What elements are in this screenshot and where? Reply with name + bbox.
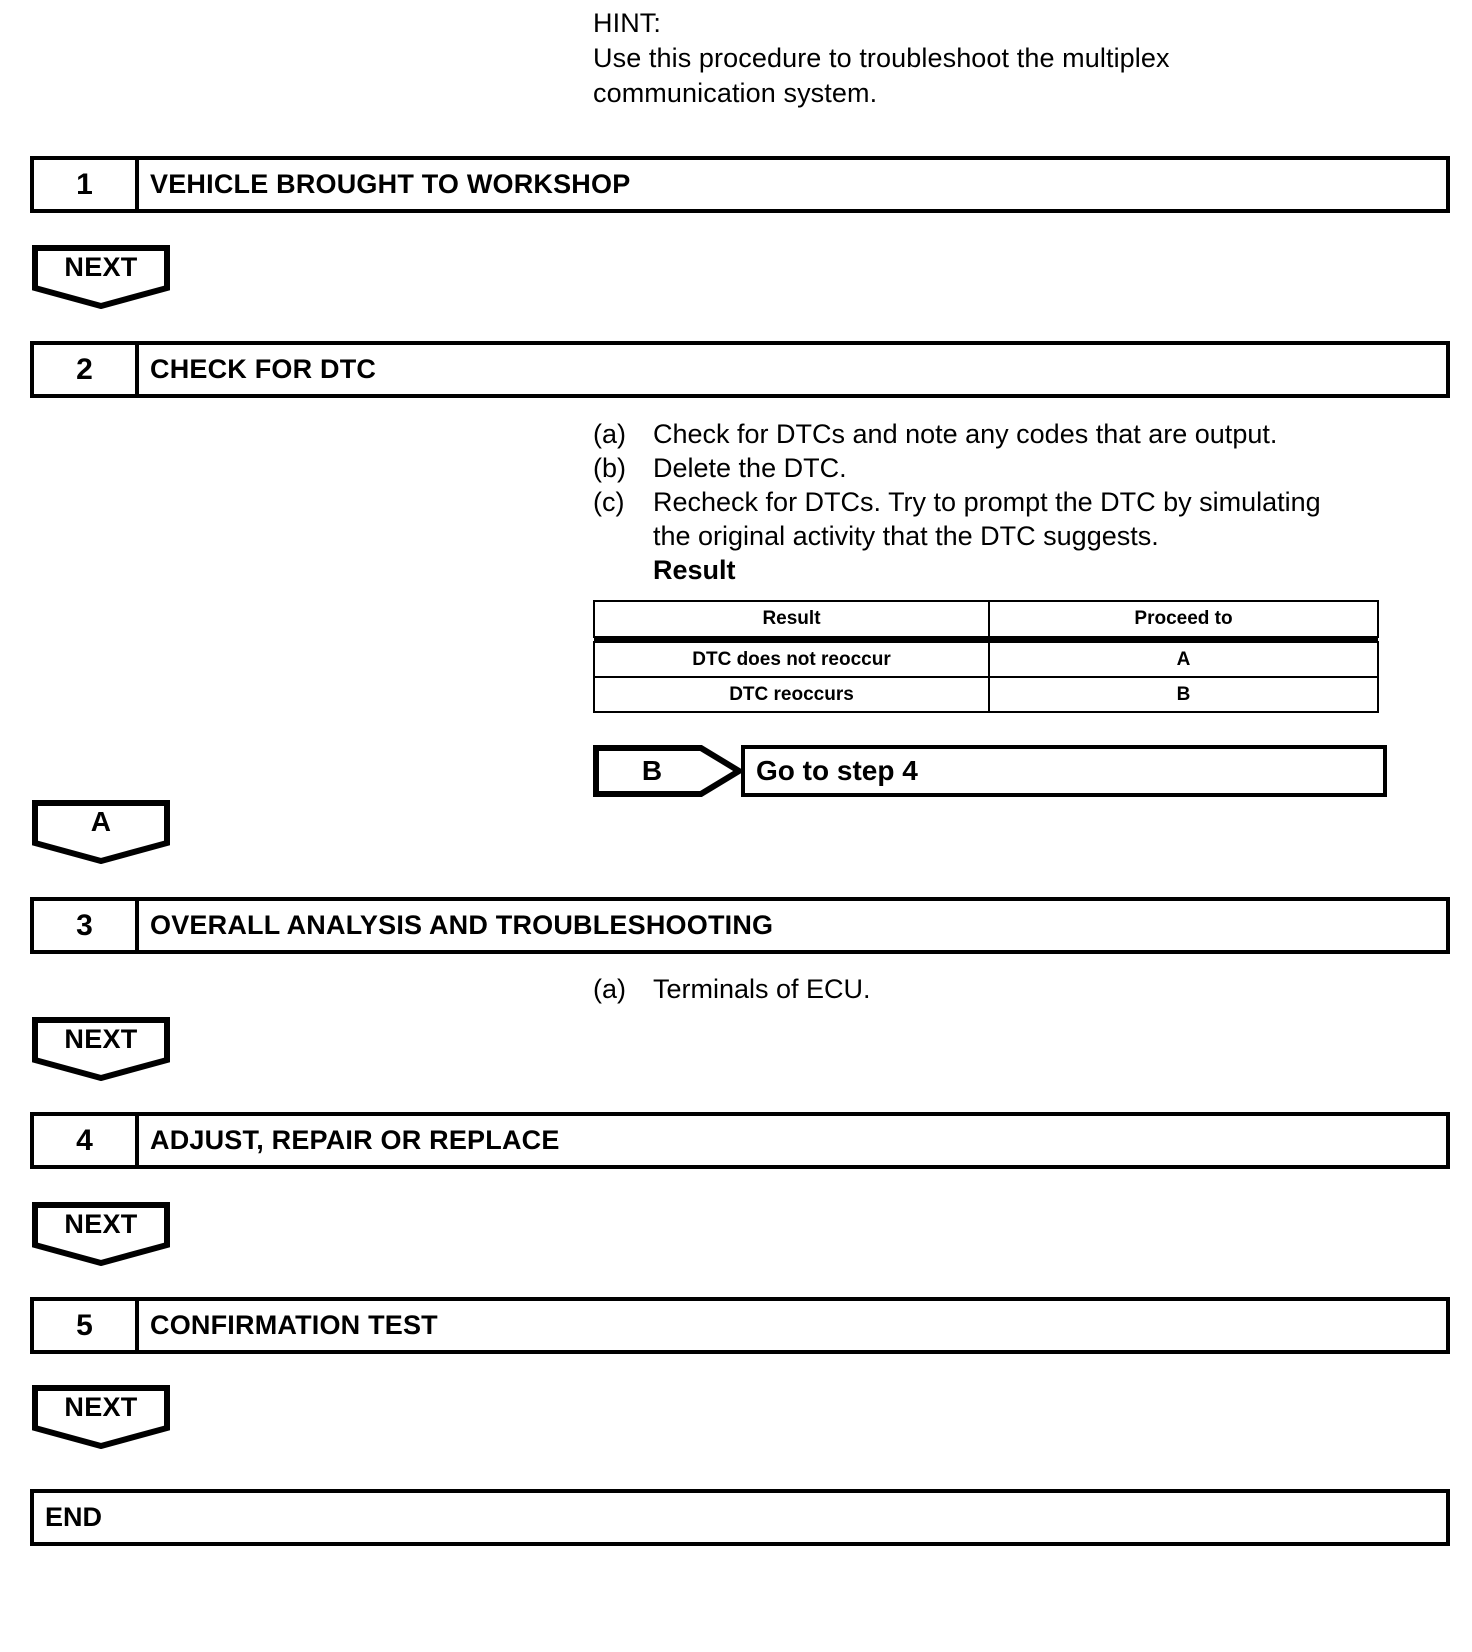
procedure-text-a: Terminals of ECU.	[653, 974, 871, 1004]
step-box-2: 2 CHECK FOR DTC	[30, 341, 1450, 398]
procedure-text-b: Delete the DTC.	[653, 453, 847, 483]
table-header-result: Result	[593, 600, 990, 638]
procedure-item-a: (a) Terminals of ECU.	[593, 972, 1393, 1006]
step-number-4: 4	[34, 1116, 139, 1165]
table-header-double-rule	[594, 637, 1378, 642]
step-number-1: 1	[34, 160, 139, 209]
step-number-2: 2	[34, 345, 139, 394]
table-row: DTC reoccurs B	[593, 676, 1380, 713]
hint-line-1: Use this procedure to troubleshoot the m…	[593, 43, 1170, 73]
step-box-5: 5 CONFIRMATION TEST	[30, 1297, 1450, 1354]
procedure-marker-b: (b)	[593, 453, 626, 483]
table-cell-proceed-2: B	[987, 676, 1380, 713]
connector-next-4: NEXT	[32, 1385, 170, 1449]
table-header-row: Result Proceed to	[593, 600, 1380, 638]
result-label: Result	[653, 555, 736, 585]
connector-b-label: B	[641, 755, 663, 786]
procedure-marker-a: (a)	[593, 974, 626, 1004]
table-row: DTC does not reoccur A	[593, 641, 1380, 678]
procedure-text-c-cont: the original activity that the DTC sugge…	[653, 521, 1159, 551]
step-number-5: 5	[34, 1301, 139, 1350]
hint-line-2: communication system.	[593, 78, 878, 108]
step-title-2: CHECK FOR DTC	[150, 354, 377, 384]
connector-next-2-label: NEXT	[64, 1023, 138, 1054]
table-cell-result-2: DTC reoccurs	[593, 676, 990, 713]
connector-next-3: NEXT	[32, 1202, 170, 1266]
procedure-marker-a: (a)	[593, 419, 626, 449]
hint-label: HINT:	[593, 8, 661, 38]
step-title-3: OVERALL ANALYSIS AND TROUBLESHOOTING	[150, 910, 774, 940]
step-box-4: 4 ADJUST, REPAIR OR REPLACE	[30, 1112, 1450, 1169]
step-title-1: VEHICLE BROUGHT TO WORKSHOP	[150, 169, 631, 199]
connector-next-3-label: NEXT	[64, 1208, 138, 1239]
step-box-1: 1 VEHICLE BROUGHT TO WORKSHOP	[30, 156, 1450, 213]
connector-next-4-label: NEXT	[64, 1391, 138, 1422]
result-table: Result Proceed to DTC does not reoccur A…	[593, 600, 1380, 713]
connector-next-1: NEXT	[32, 245, 170, 309]
step3-procedure-list: (a) Terminals of ECU.	[593, 972, 1393, 1006]
procedure-text-c: Recheck for DTCs. Try to prompt the DTC …	[653, 487, 1321, 517]
connector-next-2: NEXT	[32, 1017, 170, 1081]
procedure-item-b: (b) Delete the DTC.	[593, 451, 1393, 485]
procedure-item-c: (c) Recheck for DTCs. Try to prompt the …	[593, 485, 1393, 519]
step2-procedure-list: (a) Check for DTCs and note any codes th…	[593, 417, 1393, 587]
connector-b-arrow: B	[593, 745, 745, 797]
table-cell-proceed-1: A	[987, 641, 1380, 678]
step-number-3: 3	[34, 901, 139, 950]
table-header-proceed-to: Proceed to	[987, 600, 1380, 638]
branch-b-row: B Go to step 4	[593, 745, 1393, 797]
table-cell-result-1: DTC does not reoccur	[593, 641, 990, 678]
procedure-item-a: (a) Check for DTCs and note any codes th…	[593, 417, 1393, 451]
procedure-text-a: Check for DTCs and note any codes that a…	[653, 419, 1278, 449]
step-title-4: ADJUST, REPAIR OR REPLACE	[150, 1125, 560, 1155]
step-title-5: CONFIRMATION TEST	[150, 1310, 438, 1340]
go-to-step-4-box: Go to step 4	[741, 745, 1387, 797]
connector-a-label: A	[90, 806, 112, 837]
hint-block: HINT: Use this procedure to troubleshoot…	[593, 6, 1393, 111]
connector-next-1-label: NEXT	[64, 251, 138, 282]
procedure-marker-c: (c)	[593, 487, 625, 517]
end-box: END	[30, 1489, 1450, 1546]
step-box-3: 3 OVERALL ANALYSIS AND TROUBLESHOOTING	[30, 897, 1450, 954]
connector-a: A	[32, 800, 170, 864]
